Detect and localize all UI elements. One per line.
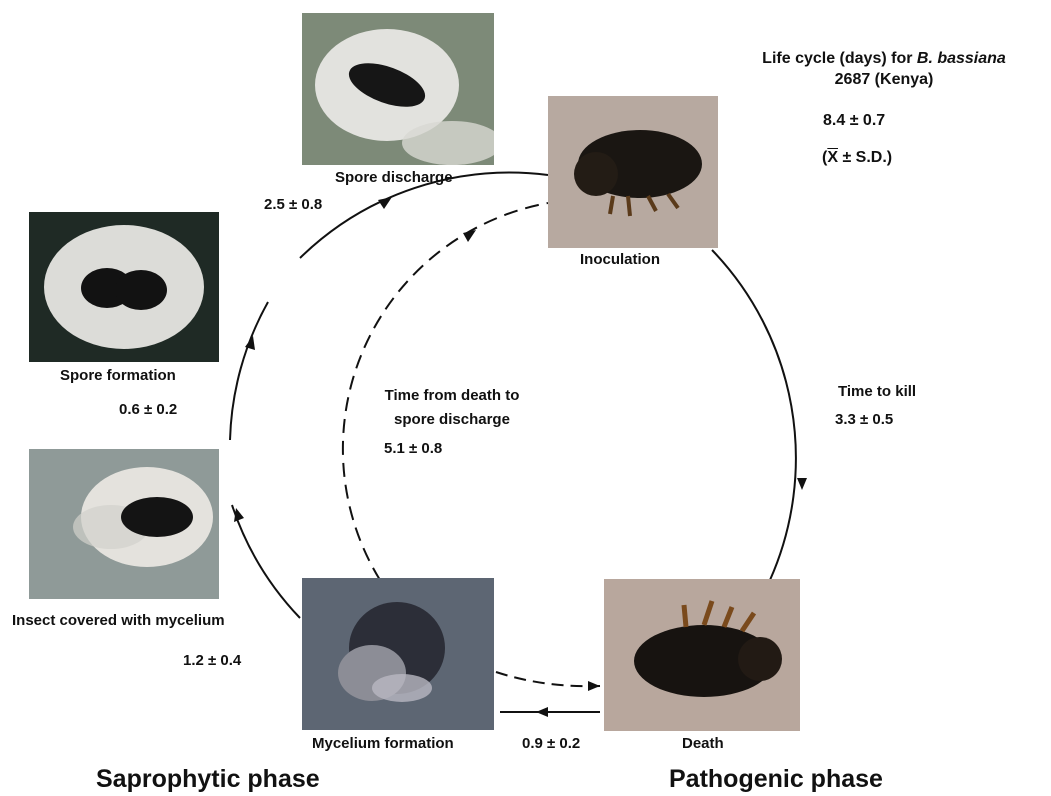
death-to-discharge-line-2: spore discharge [352, 408, 552, 432]
insect-covered-photo [29, 449, 219, 599]
arc-covered-to-spore-formation [230, 302, 268, 440]
arrowhead-dashed-mycelium [588, 681, 600, 691]
pathogenic-phase-label: Pathogenic phase [669, 765, 883, 794]
mycelium-formation-photo [302, 578, 494, 730]
stat-xbar: X [827, 149, 838, 166]
arc-inoculation-to-death [712, 250, 796, 580]
insect-covered-label: Insect covered with mycelium [12, 612, 225, 629]
stat-rest: ± S.D.) [838, 149, 892, 166]
spore-discharge-label: Spore discharge [335, 169, 453, 186]
mycelium-formation-label: Mycelium formation [312, 735, 454, 752]
title-line-2: 2687 (Kenya) [712, 69, 1051, 90]
spore-formation-label: Spore formation [60, 367, 176, 384]
dashed-arrow-death-to-mycelium [496, 672, 600, 686]
death-to-discharge-value: 5.1 ± 0.8 [384, 440, 442, 457]
inoculation-photo [548, 96, 718, 248]
spore-discharge-photo [302, 13, 494, 165]
saprophytic-phase-label: Saprophytic phase [96, 765, 320, 794]
spore-formation-photo [29, 212, 219, 362]
title-line-1: Life cycle (days) for B. bassiana [712, 48, 1051, 69]
title-prefix: Life cycle (days) for [762, 50, 917, 67]
arrowhead-death-to-mycelium [536, 707, 548, 717]
arrowhead-time-to-kill [797, 478, 807, 490]
spore-formation-value: 0.6 ± 0.2 [119, 401, 177, 418]
diagram-title: Life cycle (days) for B. bassiana 2687 (… [712, 48, 1051, 90]
inoculation-label: Inoculation [580, 251, 660, 268]
time-to-kill-label: Time to kill [838, 383, 916, 400]
title-species: B. bassiana [917, 50, 1006, 67]
death-value: 0.9 ± 0.2 [522, 735, 580, 752]
death-to-discharge-label: Time from death to spore discharge [352, 384, 552, 432]
arrowhead-to-covered [234, 508, 244, 522]
insect-covered-value: 1.2 ± 0.4 [183, 652, 241, 669]
spore-discharge-value: 2.5 ± 0.8 [264, 196, 322, 213]
arrowhead-to-discharge [378, 197, 392, 209]
time-to-kill-value: 3.3 ± 0.5 [835, 411, 893, 428]
death-to-discharge-line-1: Time from death to [352, 384, 552, 408]
total-duration-value: 8.4 ± 0.7 [823, 112, 885, 130]
arc-mycelium-to-covered [232, 505, 300, 618]
death-label: Death [682, 735, 724, 752]
death-photo [604, 579, 800, 731]
arrowhead-dashed-discharge [463, 230, 476, 242]
stat-legend: (X ± S.D.) [822, 149, 892, 167]
